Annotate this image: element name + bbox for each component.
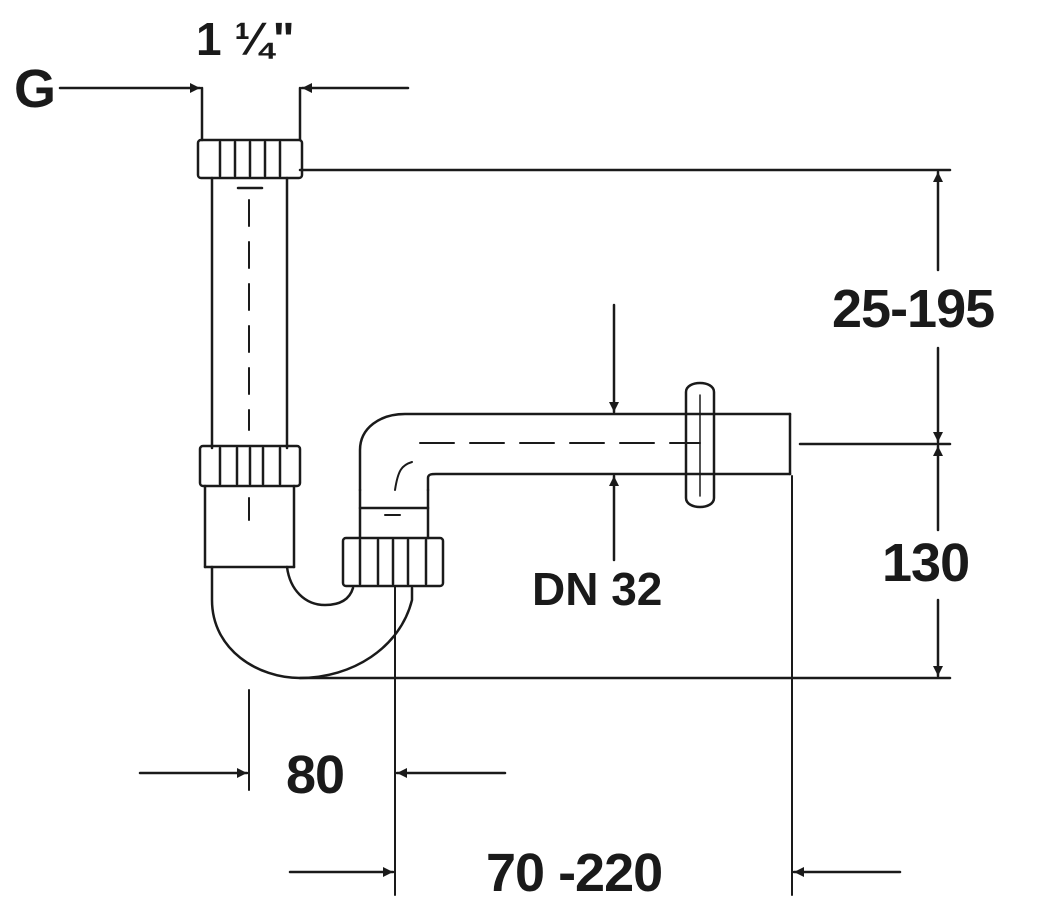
pipe-diameter-label: DN 32 <box>532 563 663 615</box>
drop-height-label: 130 <box>882 533 970 593</box>
thread-letter-label: G <box>14 59 56 119</box>
horizontal-range-label: 70 -220 <box>486 843 663 903</box>
centre-distance-label: 80 <box>286 745 345 805</box>
drop-height-dimension-line <box>298 442 952 680</box>
height-range-label: 25-195 <box>832 279 995 339</box>
thread-size-label: 1 ¼" <box>196 13 295 65</box>
tail-pipe <box>200 86 302 450</box>
top-nut <box>196 138 304 180</box>
horizontal-range-dimension-line <box>288 475 902 896</box>
wall-rosette <box>684 381 716 509</box>
u-bend <box>203 484 414 791</box>
middle-nut <box>198 444 302 488</box>
height-range-dimension-line <box>298 168 952 444</box>
outlet-pipe <box>358 412 792 492</box>
riser-with-nut <box>341 488 445 896</box>
